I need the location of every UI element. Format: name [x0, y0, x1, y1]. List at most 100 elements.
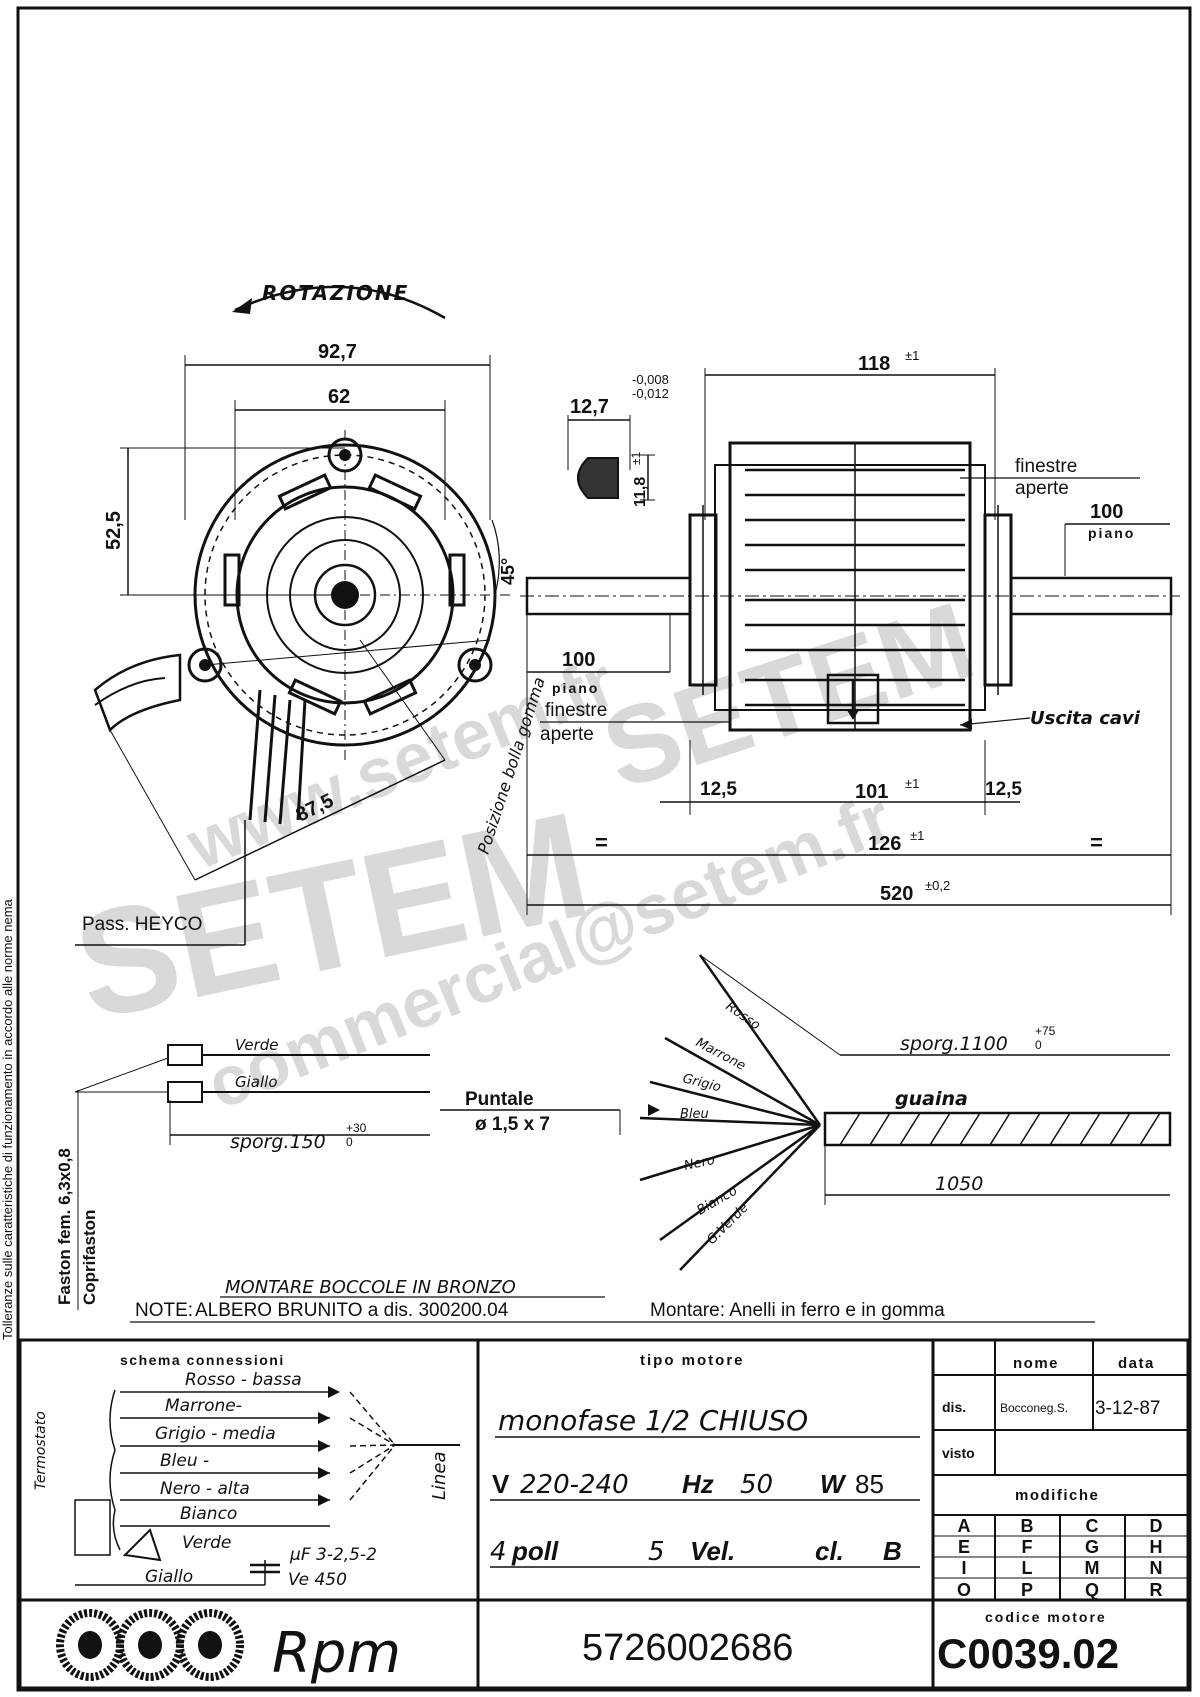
tipo-v-label: V — [492, 1469, 510, 1499]
tipo-cl-label: cl. — [815, 1536, 844, 1566]
modifiche-letter-i: I — [961, 1558, 966, 1578]
label-piano-left: piano — [552, 680, 599, 696]
label-aperte-right: aperte — [1015, 478, 1069, 499]
modifiche-letter-c: C — [1086, 1516, 1099, 1536]
dim-62: 62 — [328, 386, 350, 408]
tipo-hz-value: 50 — [740, 1470, 773, 1500]
dim-118: 118 — [858, 353, 890, 375]
schema-row-marrone: Marrone- — [165, 1396, 242, 1416]
dim-52-5: 52,5 — [103, 511, 125, 550]
dim-11-8: 11,8 — [632, 477, 649, 507]
dim-12-7: 12,7 — [570, 396, 609, 418]
shaft-section: 12,7 -0,008 -0,012 11,8 ±1 — [567, 372, 669, 507]
tipo-header: tipo motore — [640, 1352, 745, 1369]
modifiche-letter-b: B — [1021, 1516, 1034, 1536]
rpm-logo — [56, 1609, 244, 1681]
modifiche-letter-q: Q — [1085, 1580, 1099, 1600]
codice-header: codice motore — [985, 1609, 1107, 1625]
rotation-arrowhead — [232, 298, 252, 314]
label-pass-heyco: Pass. HEYCO — [82, 914, 202, 935]
wiring-leads: Verde Giallo sporg.150 +30 0 Faston fem.… — [55, 954, 1172, 1310]
schema-linea: Linea — [429, 1451, 450, 1500]
mounting-lug-top — [327, 437, 363, 473]
dim-12-5-left: 12,5 — [700, 779, 737, 800]
dim-126: 126 — [868, 833, 901, 855]
shaft-d-profile — [577, 457, 619, 499]
mounting-lug-right — [457, 647, 493, 683]
sporg-150-tol-upper: +30 — [346, 1121, 367, 1135]
schema-termostato: Termostato — [33, 1411, 49, 1490]
mounting-lug-left — [187, 647, 223, 683]
modifiche-letter-e: E — [958, 1537, 970, 1557]
eq-right: = — [1090, 830, 1103, 855]
side-view: 118 ±1 finestre aperte 100 piano 100 pia… — [520, 348, 1180, 915]
dim-520: 520 — [880, 883, 913, 905]
tol-101: ±1 — [905, 776, 919, 791]
dis-date: 3-12-87 — [1095, 1398, 1161, 1419]
dis-name: Bocconeg.S. — [1000, 1401, 1068, 1415]
tipo-cl-value: B — [883, 1536, 902, 1566]
modifiche-header: modifiche — [1015, 1487, 1099, 1504]
coprifaston-label: Coprifaston — [80, 1210, 99, 1305]
note-line2: ALBERO BRUNITO a dis. 300200.04 — [195, 1300, 509, 1321]
puntale-label: Puntale — [465, 1089, 534, 1110]
wire-rosso: Rosso — [723, 999, 763, 1033]
modifiche-letter-d: D — [1150, 1516, 1163, 1536]
guaina-sheath — [823, 1111, 1172, 1147]
schema-row-grigio: Grigio - media — [155, 1424, 276, 1444]
modifiche-letter-p: P — [1021, 1580, 1033, 1600]
modifiche-letter-g: G — [1085, 1537, 1099, 1557]
dim-45-deg: 45° — [498, 558, 518, 585]
note-line3: Montare: Anelli in ferro e in gomma — [650, 1300, 945, 1321]
tol-118: ±1 — [905, 348, 919, 363]
sporg-150: sporg.150 — [230, 1131, 326, 1153]
schema-row-verde: Verde — [182, 1533, 231, 1553]
schema-cap-2: Ve 450 — [288, 1570, 347, 1590]
tipo-vel-label: Vel. — [690, 1536, 735, 1566]
side-tolerance-note: Tolleranze sulle caratteristiche di funz… — [0, 898, 15, 1340]
cable-exit-box — [826, 673, 880, 725]
sporg-1100-tol-lower: 0 — [1035, 1038, 1042, 1052]
schema-row-bianco: Bianco — [180, 1504, 237, 1524]
schema-cap-1: µF 3-2,5-2 — [289, 1545, 377, 1565]
tipo-v-value: 220-240 — [520, 1470, 629, 1500]
modifiche-letter-o: O — [957, 1580, 971, 1600]
tol-11-8: ±1 — [629, 451, 643, 465]
tipo-line1: monofase 1/2 CHIUSO — [498, 1404, 808, 1437]
schema-row-nero: Nero - alta — [160, 1479, 250, 1499]
fork-bracket — [93, 653, 182, 733]
part-number: 5726002686 — [582, 1627, 793, 1669]
guaina-label: guaina — [895, 1088, 968, 1110]
dim-100-right: 100 — [1090, 501, 1123, 523]
note-prefix: NOTE: — [135, 1300, 193, 1321]
label-piano-right: piano — [1088, 525, 1135, 541]
visto-label: visto — [942, 1445, 975, 1461]
schema-row-giallo: Giallo — [145, 1567, 193, 1587]
tol-126: ±1 — [910, 828, 924, 843]
sheet-border — [16, 6, 1192, 1692]
modifiche-letter-a: A — [958, 1516, 971, 1536]
label-aperte-left: aperte — [540, 724, 594, 745]
modifiche-letter-f: F — [1022, 1537, 1033, 1557]
modifiche-letter-m: M — [1085, 1558, 1100, 1578]
tipo-w-label: W — [820, 1469, 847, 1499]
tipo-poll-value: 4 — [490, 1537, 507, 1567]
tipo-poll-label: poll — [511, 1536, 559, 1566]
label-finestre-right: finestre — [1015, 456, 1077, 477]
wire-bleu: Bleu — [680, 1107, 709, 1122]
sporg-150-tol-lower: 0 — [346, 1135, 353, 1149]
wire-verde: Verde — [235, 1036, 279, 1054]
rotation-label: ROTAZIONE — [262, 281, 409, 305]
nome-header: nome — [1013, 1355, 1059, 1372]
dim-12-5-right: 12,5 — [985, 779, 1022, 800]
faston-label: Faston fem. 6,3x0,8 — [55, 1148, 74, 1305]
brand-rpm: Rpm — [272, 1621, 401, 1686]
label-uscita-cavi: Uscita cavi — [1030, 708, 1141, 729]
tipo-vel-value: 5 — [648, 1537, 665, 1567]
dis-label: dis. — [942, 1399, 966, 1415]
rotation-arc — [234, 285, 446, 320]
tol-12-7-lower: -0,012 — [632, 386, 669, 401]
eq-left: = — [595, 830, 608, 855]
